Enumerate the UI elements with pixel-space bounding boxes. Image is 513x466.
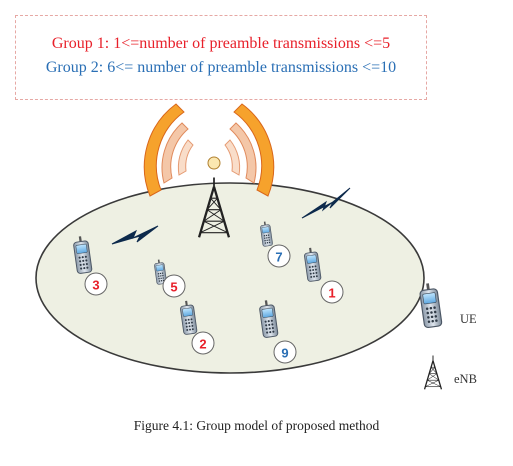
ue-badge: 1 <box>320 280 344 304</box>
ue-key-label: UE <box>460 312 477 326</box>
lightning-icon <box>301 187 351 219</box>
ue-badge: 2 <box>191 331 215 355</box>
enb-key-label: eNB <box>454 372 477 386</box>
ue-number: 7 <box>275 250 282 265</box>
legend-box <box>15 15 427 100</box>
antenna-top-icon <box>207 156 221 170</box>
ue-number: 9 <box>281 346 288 361</box>
ue-number: 5 <box>170 280 177 295</box>
lightning-icon <box>111 225 159 245</box>
ue-number: 1 <box>328 286 335 301</box>
figure-caption: Figure 4.1: Group model of proposed meth… <box>133 418 380 433</box>
legend-group2: Group 2: 6<= number of preamble transmis… <box>45 59 397 76</box>
legend-group1: Group 1: 1<=number of preamble transmiss… <box>51 35 391 52</box>
ue-badge: 7 <box>267 244 291 268</box>
cell-coverage-ellipse <box>35 182 425 374</box>
radio-wave-icon <box>143 103 275 197</box>
ue-badge: 3 <box>84 272 108 296</box>
ue-number: 3 <box>92 278 99 293</box>
ue-number: 2 <box>199 337 206 352</box>
enb-key-tower-icon <box>423 354 443 390</box>
ue-badge: 9 <box>273 340 297 364</box>
ue-badge: 5 <box>162 274 186 298</box>
